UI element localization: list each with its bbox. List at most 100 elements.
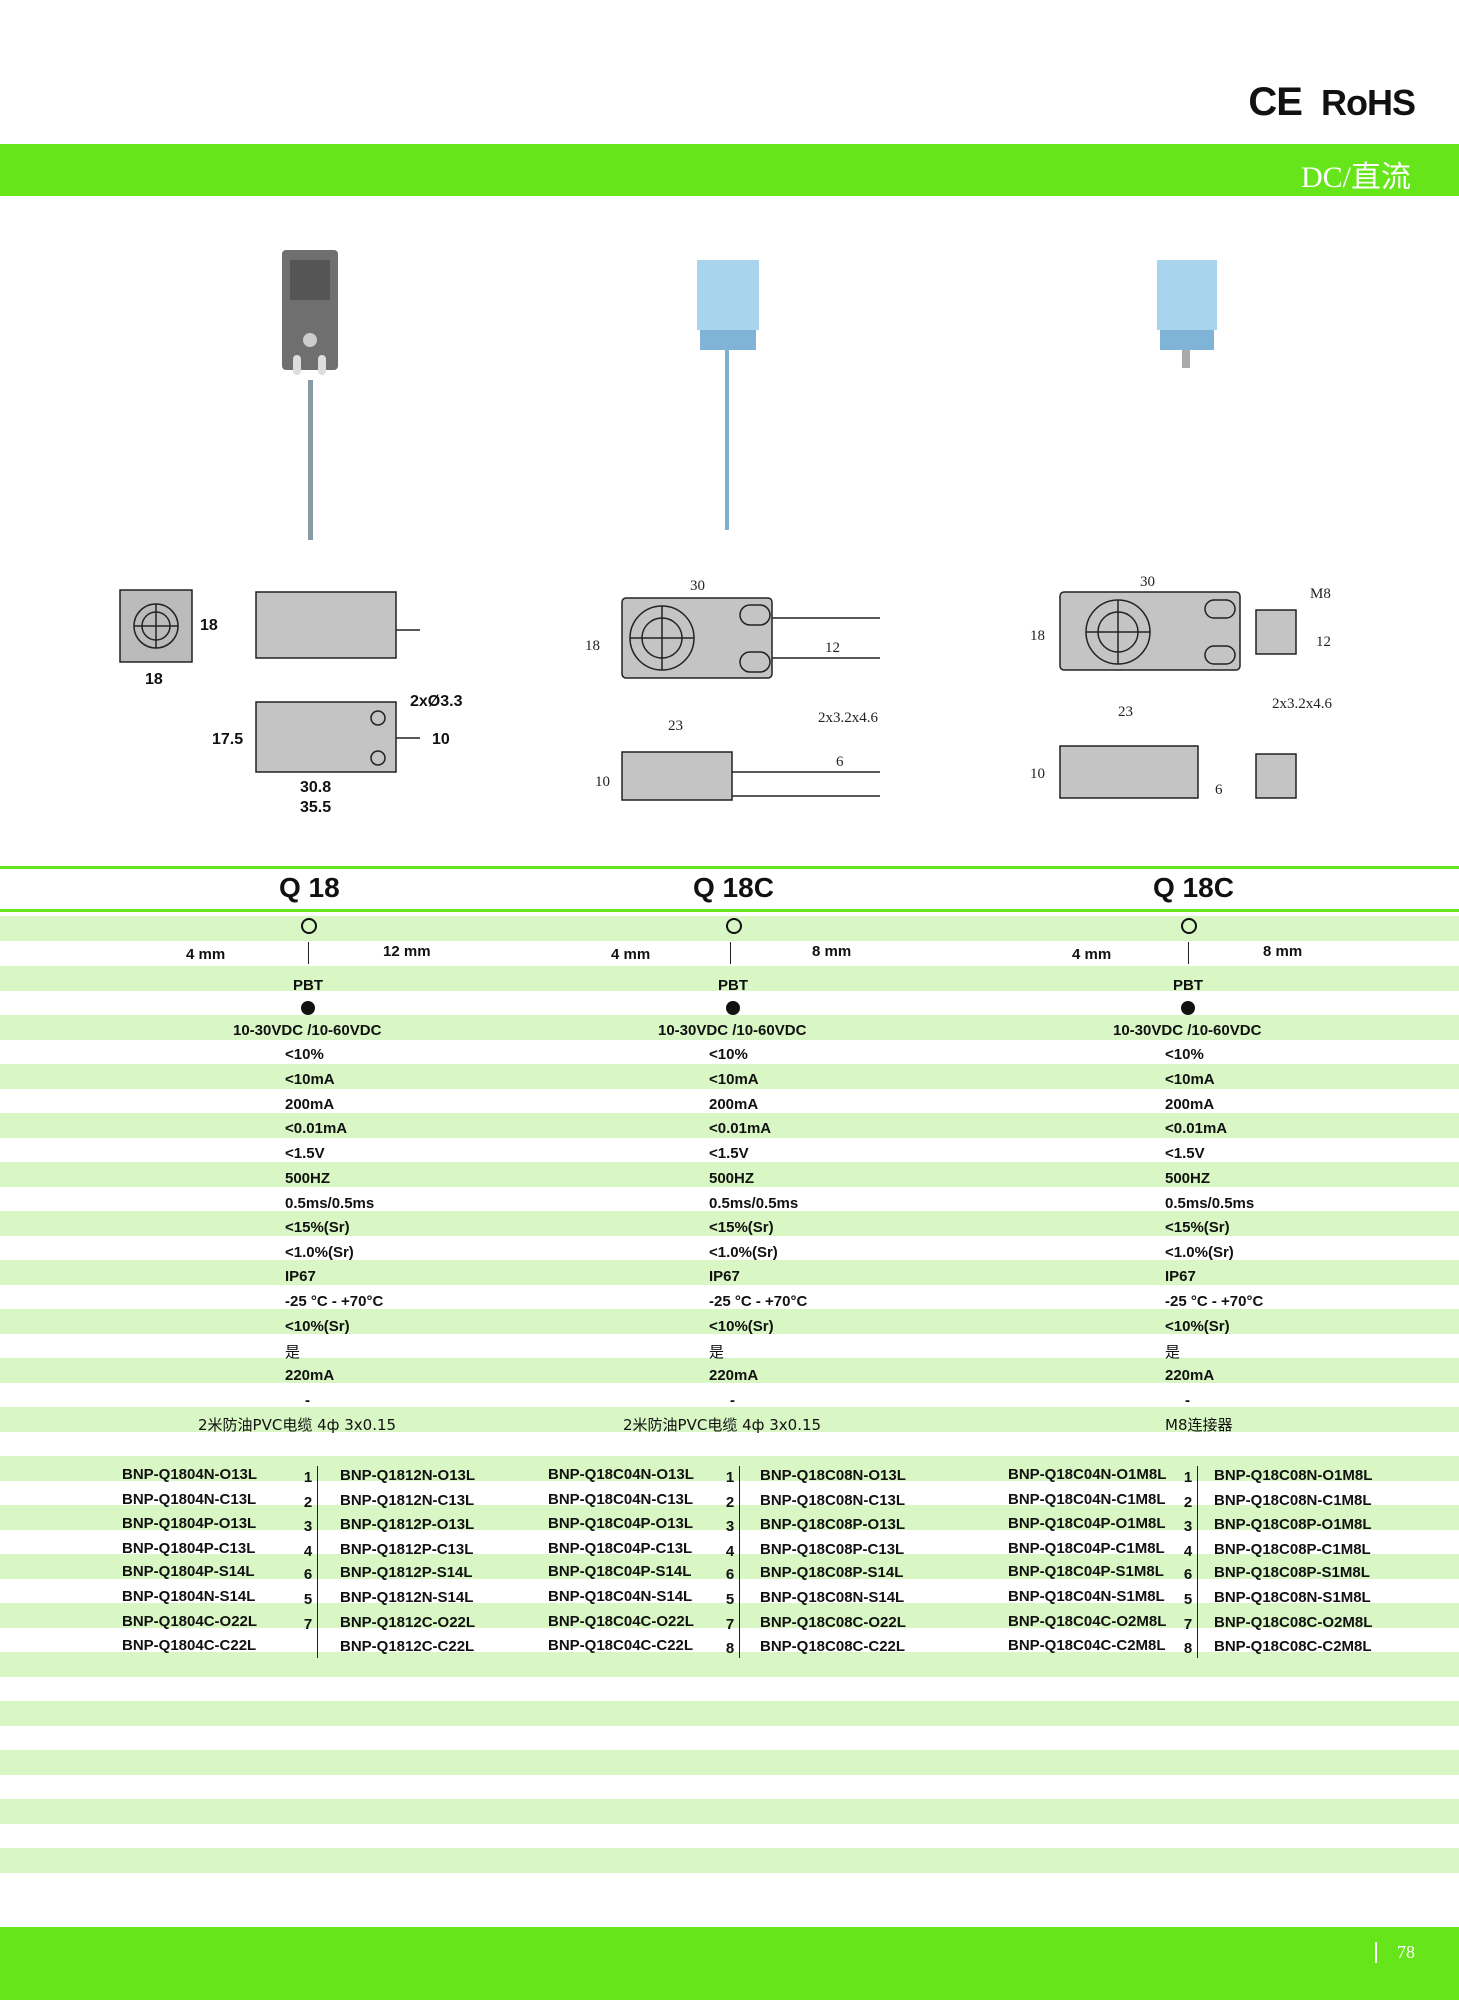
table-stripe [0, 1015, 1459, 1040]
range-a: 4 mm [611, 946, 651, 963]
output-symbol-filled [301, 1001, 315, 1015]
range-separator [308, 942, 309, 964]
model-left: BNP-Q18C04P-S1M8L [1008, 1563, 1164, 1580]
table-top-rule [0, 866, 1459, 869]
model-left: BNP-Q1804P-S14L [122, 1563, 255, 1580]
model-left: BNP-Q18C04P-O1M8L [1008, 1515, 1166, 1532]
spec-dash: - [1185, 1392, 1190, 1409]
model-left: BNP-Q1804C-C22L [122, 1637, 257, 1654]
q18-dim-308: 30.8 [300, 779, 331, 796]
model-index: 1 [1183, 1469, 1193, 1486]
m8-label: M8 [1310, 586, 1331, 602]
m8-dim-10: 10 [1030, 766, 1045, 782]
table-stripe [0, 1652, 1459, 1677]
table-stripe [0, 1113, 1459, 1138]
m8-dim-6: 6 [1215, 782, 1223, 798]
model-right: BNP-Q18C08N-O13L [760, 1467, 906, 1484]
model-left: BNP-Q18C04N-S14L [548, 1588, 693, 1605]
spec-temp-drift: <10%(Sr) [1165, 1318, 1230, 1335]
output-symbol-open [301, 918, 317, 934]
table-stripe [0, 1603, 1459, 1628]
q18c-m8-photo [1157, 260, 1217, 368]
model-right: BNP-Q1812N-S14L [340, 1589, 474, 1606]
model-left: BNP-Q18C04C-C2M8L [1008, 1637, 1166, 1654]
model-left: BNP-Q18C04N-O13L [548, 1466, 694, 1483]
table-stripe [0, 1848, 1459, 1873]
model-left: BNP-Q18C04P-C13L [548, 1540, 693, 1557]
model-index: 2 [725, 1494, 735, 1511]
output-symbol-filled [726, 1001, 740, 1015]
spec-load-current: 200mA [1165, 1096, 1215, 1113]
spec-voltage-drop: <1.5V [285, 1145, 325, 1162]
spec-short-current: 220mA [1165, 1367, 1215, 1384]
spec-hysteresis: <15%(Sr) [1165, 1219, 1230, 1236]
model-index: 5 [1183, 1591, 1193, 1608]
q18c-cable-drawing [621, 597, 880, 801]
spec-ripple: <10% [1165, 1046, 1204, 1063]
product-photos [282, 250, 1217, 540]
spec-frequency: 500HZ [1165, 1170, 1211, 1187]
range-a: 4 mm [186, 946, 226, 963]
spec-no-load-current: <10mA [285, 1071, 335, 1088]
spec-connection: M8连接器 [1165, 1416, 1233, 1434]
certification-marks: CE RoHS [1248, 80, 1416, 125]
model-index: 3 [303, 1518, 313, 1535]
q18c-dim-12: 12 [825, 640, 840, 656]
dimension-drawings: 18 18 17.5 10 30.8 35.5 2xØ3.3 30 18 12 … [119, 574, 1333, 816]
col1-title: Q 18 [279, 872, 340, 903]
title-rule [0, 909, 1459, 912]
spec-voltage: 10-30VDC /10-60VDC [233, 1022, 382, 1039]
model-left: BNP-Q1804P-O13L [122, 1515, 257, 1532]
model-index: 8 [725, 1640, 735, 1657]
spec-repeat: <1.0%(Sr) [1165, 1244, 1234, 1261]
range-a: 4 mm [1072, 946, 1112, 963]
spec-leak-current: <0.01mA [285, 1120, 348, 1137]
m8-dim-18: 18 [1030, 628, 1045, 644]
spec-short-protect: 是 [1165, 1343, 1181, 1361]
output-symbol-filled [1181, 1001, 1195, 1015]
spec-load-current: 200mA [285, 1096, 335, 1113]
spec-temperature: -25 °C - +70°C [1165, 1293, 1264, 1310]
model-index: 8 [1183, 1640, 1193, 1657]
spec-repeat: <1.0%(Sr) [709, 1244, 778, 1261]
spec-short-current: 220mA [285, 1367, 335, 1384]
table-stripe [0, 1701, 1459, 1726]
model-right: BNP-Q1812P-C13L [340, 1541, 474, 1558]
table-stripe [0, 1064, 1459, 1089]
range-b: 12 mm [383, 943, 431, 960]
q18c-cable-photo [697, 260, 759, 530]
spec-response: 0.5ms/0.5ms [285, 1195, 375, 1212]
spec-short-protect: 是 [285, 1343, 301, 1361]
model-left: BNP-Q18C04N-S1M8L [1008, 1588, 1165, 1605]
model-right: BNP-Q18C08C-C22L [760, 1638, 906, 1655]
q18-dim-18b: 18 [145, 671, 163, 688]
model-left: BNP-Q18C04P-S14L [548, 1563, 692, 1580]
table-stripe [0, 1799, 1459, 1824]
model-right: BNP-Q18C08N-C1M8L [1214, 1492, 1372, 1509]
spec-material: PBT [293, 977, 323, 994]
table-stripe [0, 1505, 1459, 1530]
model-index: 5 [303, 1591, 313, 1608]
model-left: BNP-Q18C04C-O22L [548, 1613, 694, 1630]
table-stripe [0, 1358, 1459, 1383]
spec-protection: IP67 [285, 1268, 316, 1285]
model-separator [739, 1466, 740, 1658]
model-index: 4 [303, 1543, 313, 1560]
spec-ripple: <10% [709, 1046, 748, 1063]
spec-short-protect: 是 [709, 1343, 725, 1361]
header-band: DC/直流 [0, 144, 1459, 196]
model-index: 4 [725, 1543, 735, 1560]
model-index: 2 [303, 1494, 313, 1511]
model-index: 4 [1183, 1543, 1193, 1560]
q18c-holes: 2x3.2x4.6 [818, 710, 879, 726]
spec-leak-current: <0.01mA [1165, 1120, 1228, 1137]
spec-dash: - [305, 1392, 310, 1409]
model-index: 5 [725, 1591, 735, 1608]
table-stripe [0, 1309, 1459, 1334]
spec-frequency: 500HZ [709, 1170, 755, 1187]
q18c-dim-23: 23 [668, 718, 683, 734]
model-right: BNP-Q18C08N-C13L [760, 1492, 906, 1509]
model-right: BNP-Q1812C-C22L [340, 1638, 475, 1655]
spec-protection: IP67 [1165, 1268, 1196, 1285]
model-right: BNP-Q18C08P-C1M8L [1214, 1541, 1371, 1558]
